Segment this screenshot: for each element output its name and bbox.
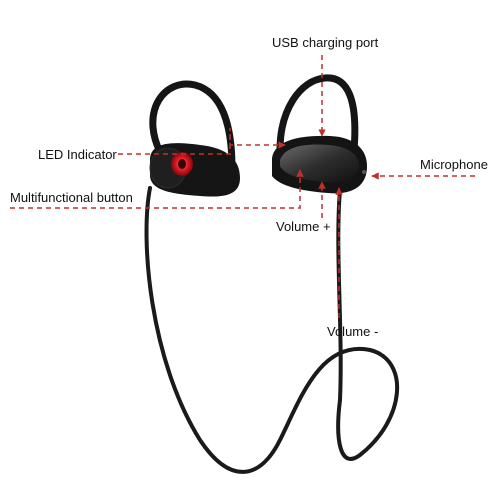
label-volume-down: Volume - — [327, 324, 378, 339]
label-microphone: Microphone — [420, 157, 488, 172]
led-indicator-core — [178, 159, 186, 169]
label-usb-charging-port: USB charging port — [272, 35, 379, 50]
callout-line-multifunction — [10, 169, 304, 209]
microphone-hole — [362, 170, 366, 174]
callout-line-led — [118, 128, 286, 155]
cable-left — [144, 186, 400, 474]
label-multifunctional-button: Multifunctional button — [10, 190, 133, 205]
right-ear-hook — [276, 74, 359, 154]
left-ear-hook — [149, 80, 236, 172]
label-led-indicator: LED Indicator — [38, 147, 117, 162]
label-volume-up: Volume + — [276, 219, 331, 234]
